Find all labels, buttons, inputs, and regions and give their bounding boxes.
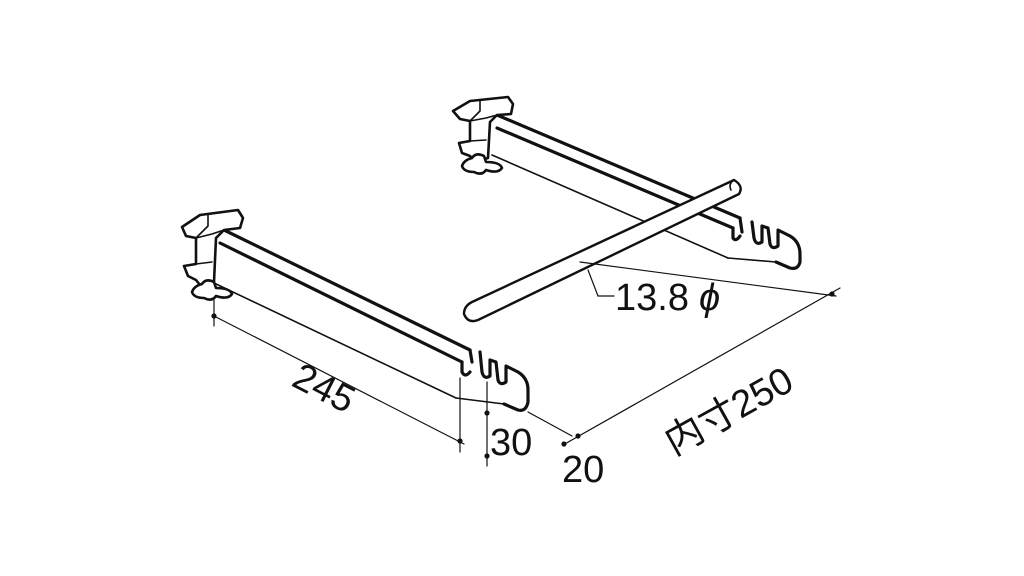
diameter-symbol: ϕ bbox=[699, 277, 720, 319]
rod-diameter-value: 13.8 bbox=[615, 277, 689, 319]
length-dimension-label: 245 bbox=[286, 356, 362, 422]
offset-dimension-label: 20 bbox=[562, 449, 604, 491]
dimension-245-lines bbox=[211, 299, 465, 453]
dimension-250-lines bbox=[527, 261, 841, 447]
back-clamp bbox=[451, 95, 515, 175]
front-bracket-arm bbox=[213, 228, 530, 412]
hanger-rod bbox=[462, 178, 742, 323]
dimension-30-lines bbox=[484, 381, 490, 467]
height-dimension-label: 30 bbox=[490, 422, 532, 464]
front-clamp bbox=[180, 208, 245, 301]
inner-width-dimension-label: 内寸250 bbox=[658, 360, 800, 464]
rod-diameter-leader bbox=[587, 269, 615, 297]
back-bracket-arm bbox=[491, 113, 802, 270]
